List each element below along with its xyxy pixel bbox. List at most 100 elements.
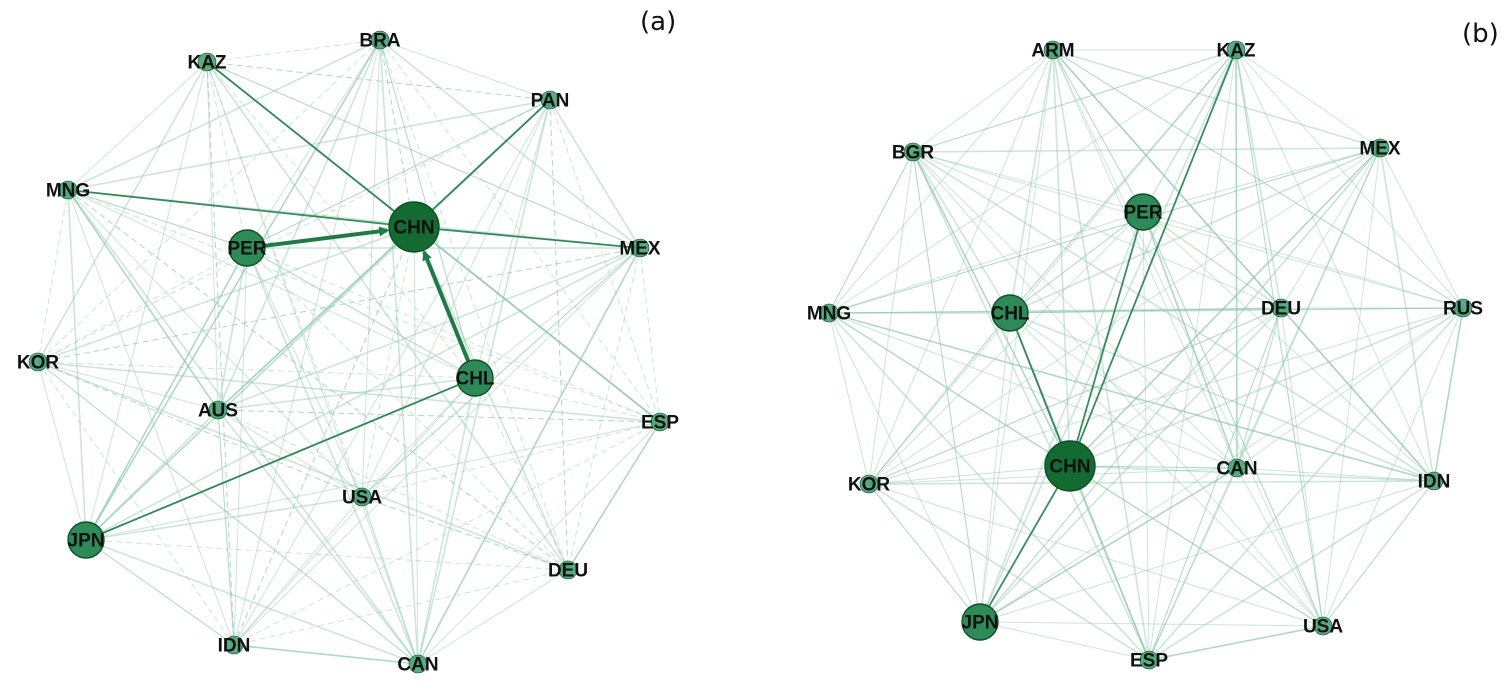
edge-chn-esp [1069,465,1150,661]
node-mng: MNG [807,304,851,325]
node-label-usa: USA [342,488,382,509]
node-circle-arm [1043,40,1063,60]
edge-mng-aus [67,189,219,411]
edge-chl-rus [1009,307,1464,314]
edge-arm-can [1052,49,1238,469]
node-circle-aus [208,400,228,420]
edge-aus-can [217,409,419,665]
edge-kor-idn [868,480,1435,485]
edge-mex-can [417,247,641,665]
edge-rus-chn [1069,307,1464,467]
strong-edge-per-chn [246,226,390,250]
edge-can-jpn [979,467,1238,623]
edge-bgr-chn [912,151,1071,467]
edge-bgr-kor [868,151,914,485]
edge-mex-per [1142,147,1381,213]
edge-mng-per [67,189,248,249]
edge-per-mng [828,211,1144,314]
edge-bra-idn [233,39,381,646]
node-circle-jpn [961,603,999,641]
edge-bgr-usa [912,151,1324,627]
node-deu: DEU [548,561,588,582]
edge-bgr-esp [912,151,1150,661]
node-kaz: KAZ [187,53,226,74]
edge-deu-chn [1069,307,1282,467]
edge-arm-jpn [979,49,1054,623]
node-circle-usa [1313,616,1333,636]
edge-deu-idn [233,569,569,646]
strong-edge-kaz-chn [206,61,415,228]
edge-bra-jpn [85,39,381,541]
node-can: CAN [1216,459,1257,480]
node-circle-kor [28,352,48,372]
edge-chn-idn [1069,465,1435,482]
edge-bgr-can [912,151,1238,469]
edge-per-chl [1009,211,1144,314]
node-circle-pan [540,90,560,110]
node-circle-chn [1044,440,1096,492]
edge-pan-deu [549,99,569,571]
panel-a-strong-edges [67,61,641,541]
edge-bra-usa [361,39,381,498]
node-label-aus: AUS [198,401,238,422]
edge-esp-idn [233,421,661,646]
edge-per-esp [1142,211,1150,661]
edge-bgr-jpn [912,151,981,623]
node-label-per: PER [1123,203,1162,224]
edge-idn-jpn [979,480,1435,623]
edge-mex-idn [1379,147,1435,482]
edge-bgr-mng [828,151,914,314]
edge-mex-usa [361,247,641,498]
edge-bgr-chl [912,151,1011,314]
node-circle-bgr [903,142,923,162]
edge-arm-rus [1052,49,1464,309]
node-circle-bra [370,30,390,50]
edge-mng-jpn [67,189,87,541]
edge-mng-can [67,189,419,665]
edge-bgr-rus [912,151,1464,309]
edge-chl-can [1009,312,1238,469]
edge-bgr-deu [912,151,1282,309]
edge-per-rus [1142,211,1464,309]
node-arm: ARM [1031,41,1074,62]
node-rus: RUS [1443,299,1483,320]
edge-kor-jpn [868,483,981,623]
node-label-kaz: KAZ [1216,41,1255,62]
node-circle-deu [1271,298,1291,318]
node-esp: ESP [641,413,679,434]
edge-chn-aus [217,226,415,411]
edge-aus-deu [217,409,569,571]
node-aus: AUS [198,401,238,422]
node-label-kor: KOR [17,353,60,374]
edge-rus-usa [1322,307,1464,627]
edge-chn-deu [413,226,569,571]
edge-kor-chl [37,361,476,379]
edge-kaz-mng [67,61,208,191]
edge-per-chl [246,247,476,379]
edge-kor-idn [37,361,235,646]
edge-jpn-esp [979,621,1150,661]
edge-mng-chl [67,189,476,379]
node-label-usa: USA [1303,617,1343,638]
edge-kor-aus [37,361,219,411]
edge-deu-usa [1280,307,1324,627]
edge-idn-esp [1148,480,1435,661]
edge-kaz-usa [1235,49,1324,627]
edge-per-idn [1142,211,1435,482]
strong-edge-pan-chn [413,99,551,228]
node-esp: ESP [1130,651,1168,672]
edge-mng-deu [67,189,569,571]
edge-esp-deu [567,421,661,571]
node-label-mng: MNG [807,304,851,325]
edge-jpn-can [85,539,419,665]
node-circle-idn [224,635,244,655]
node-label-bgr: BGR [892,143,935,164]
edge-mng-esp [828,312,1150,661]
edge-bra-esp [379,39,661,423]
edge-mng-can [828,312,1238,469]
edge-usa-idn [233,496,363,646]
edge-rus-esp [1148,307,1464,661]
edge-kaz-chl [1009,49,1237,314]
node-label-mng: MNG [46,181,90,202]
